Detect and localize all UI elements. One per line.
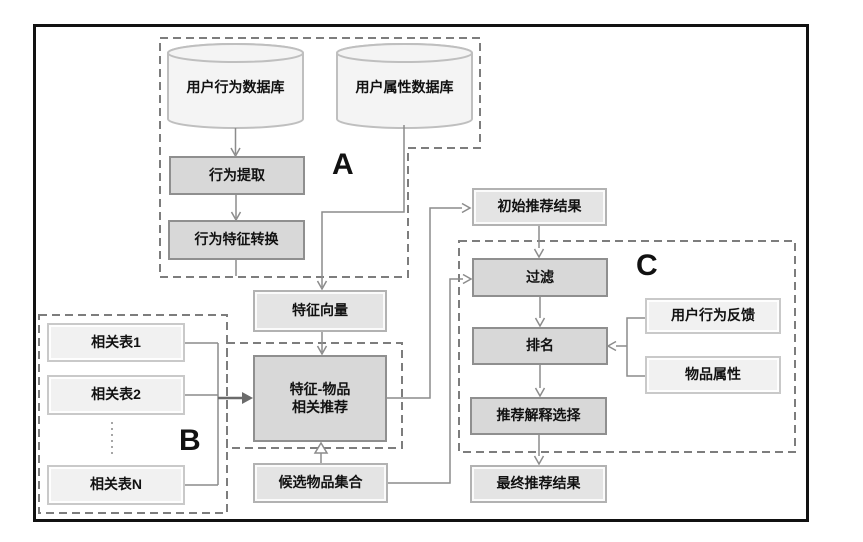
group-b-label: B	[179, 424, 201, 457]
group-c-outline	[458, 240, 796, 453]
database-cylinder-user-attribute	[336, 43, 473, 129]
node-recommendation-explanation-selection: 推荐解释选择	[470, 397, 607, 435]
database-label-user-behavior: 用户行为数据库	[186, 79, 285, 95]
database-cylinder-user-behavior	[167, 43, 304, 129]
group-a-outline	[159, 37, 481, 278]
node-ranking: 排名	[472, 327, 608, 365]
database-label-user-attribute: 用户属性数据库	[355, 79, 454, 95]
node-final-recommendation-result: 最终推荐结果	[470, 465, 607, 503]
connector-lines	[111, 125, 645, 486]
node-behavior-extraction: 行为提取	[169, 156, 305, 195]
node-related-table-2: 相关表2	[47, 375, 185, 415]
node-filter: 过滤	[472, 258, 608, 297]
node-feature-item-recommendation: 特征-物品 相关推荐	[253, 355, 387, 442]
node-feature-vector: 特征向量	[253, 290, 387, 332]
node-candidate-item-set: 候选物品集合	[253, 463, 388, 503]
node-initial-recommendation-result: 初始推荐结果	[472, 188, 607, 226]
node-item-attributes: 物品属性	[645, 356, 781, 394]
node-related-table-n: 相关表N	[47, 465, 185, 505]
node-behavior-feature-conversion: 行为特征转换	[168, 220, 305, 260]
node-user-behavior-feedback: 用户行为反馈	[645, 298, 781, 334]
group-c-label: C	[636, 249, 658, 282]
group-a-label: A	[332, 148, 354, 181]
group-middle-outline	[226, 342, 403, 449]
node-related-table-1: 相关表1	[47, 323, 185, 362]
